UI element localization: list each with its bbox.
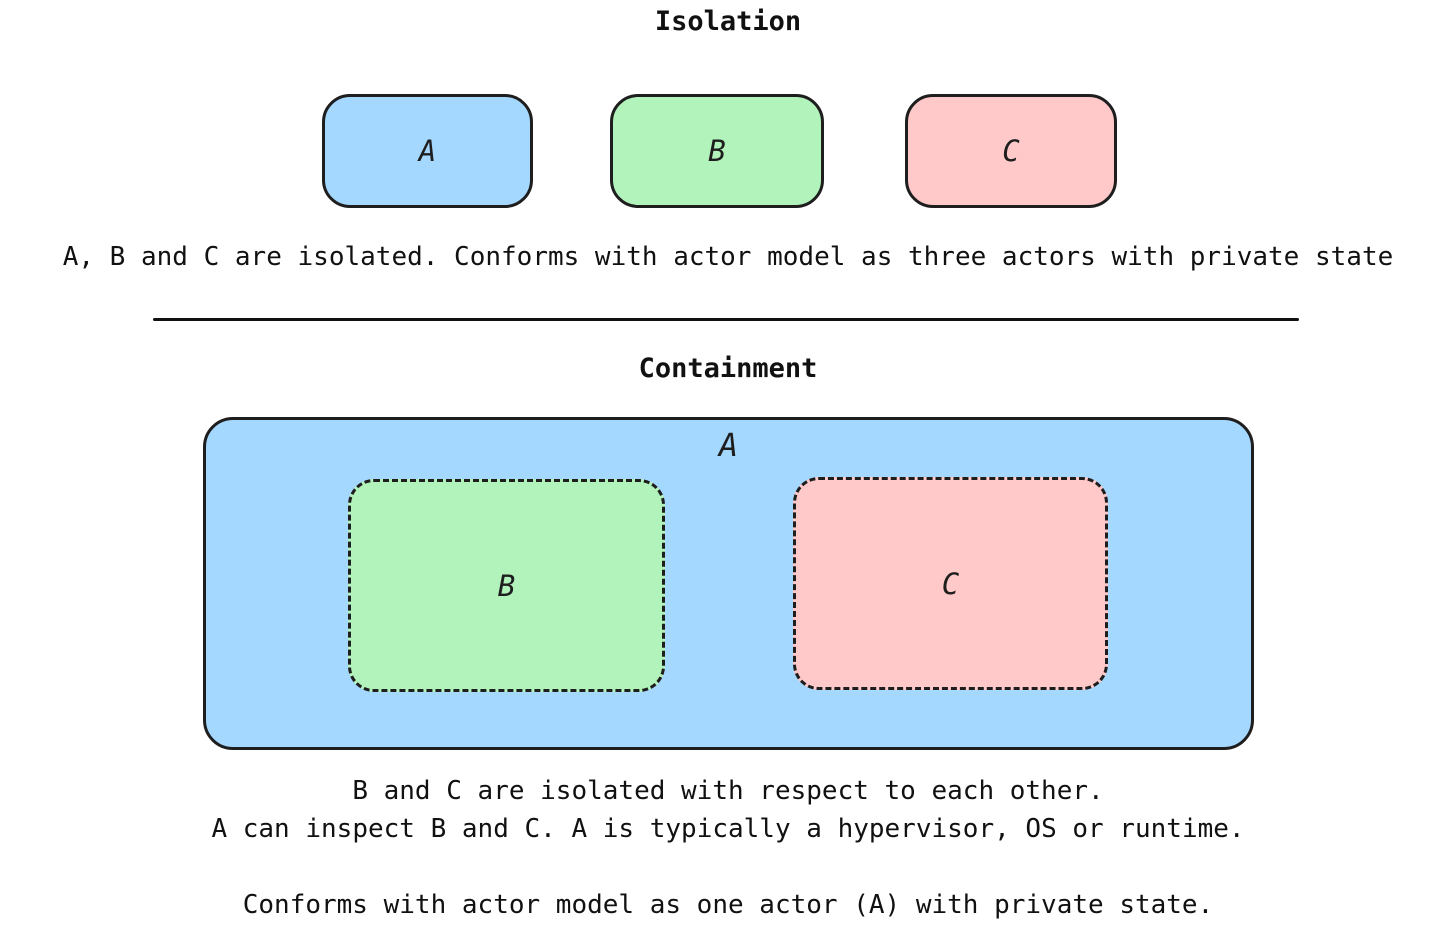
containment-inner-box-c-label: C [941,566,960,601]
containment-inner-box-b: B [348,479,665,692]
isolation-caption: A, B and C are isolated. Conforms with a… [62,242,1394,272]
section-divider [153,318,1299,321]
containment-title: Containment [638,353,818,384]
containment-caption-line2: A can inspect B and C. A is typically a … [211,814,1245,844]
containment-inner-box-c: C [793,477,1108,690]
containment-caption-line3: Conforms with actor model as one actor (… [242,890,1214,920]
isolation-box-c-label: C [1002,134,1020,168]
isolation-title: Isolation [654,6,802,37]
containment-caption-line1: B and C are isolated with respect to eac… [352,776,1104,806]
containment-inner-box-b-label: B [497,568,516,603]
isolation-box-a-label: A [418,134,437,168]
containment-outer-box-a: A B C [203,417,1254,750]
isolation-box-b-label: B [708,134,726,168]
isolation-box-b: B [610,94,824,208]
containment-outer-box-a-label: A [718,426,739,464]
isolation-box-c: C [905,94,1117,208]
isolation-box-a: A [322,94,533,208]
